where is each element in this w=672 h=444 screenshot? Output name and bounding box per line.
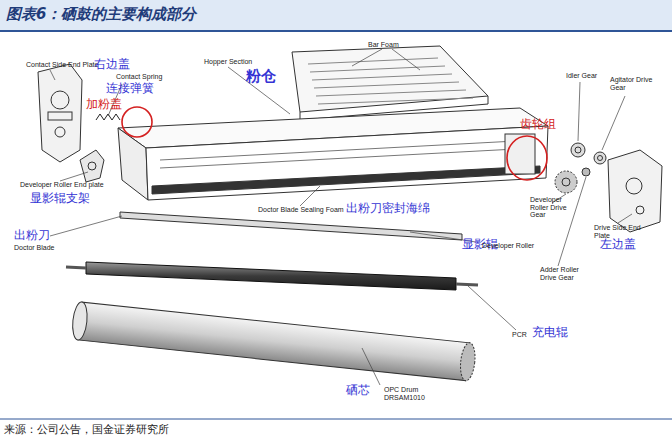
part-label: Developer Roller — [482, 242, 534, 250]
part-label: 连接弹簧 — [106, 82, 154, 95]
part-label: Developer Roller End plate — [20, 181, 104, 189]
part-label: 出粉刀密封海绵 — [346, 202, 430, 215]
part-label: Hopper Section — [204, 58, 252, 66]
part-label: Contact Spring — [116, 73, 162, 81]
part-label: PCR — [512, 331, 527, 339]
part-label: 粉仓 — [246, 68, 276, 85]
part-label: 右边盖 — [94, 58, 130, 71]
part-label: 显影辊支架 — [30, 192, 90, 205]
figure-title: 图表6：硒鼓的主要构成部分 — [6, 6, 196, 23]
part-label: Developer Roller Drive Gear — [530, 196, 574, 219]
part-label: 出粉刀 — [14, 229, 50, 242]
part-label: 加粉盖 — [86, 98, 122, 111]
part-label: Doctor Blade — [14, 244, 54, 252]
part-label: Adder Roller Drive Gear — [540, 266, 596, 281]
part-label: 齿轮组 — [520, 118, 556, 131]
part-label: Agitator Drive Gear — [610, 76, 656, 91]
part-label: Bar Foam — [368, 41, 399, 49]
part-label: Contact Side End Plate — [26, 61, 98, 69]
part-label: DRSAM1010 — [384, 394, 425, 402]
part-label: 充电辊 — [532, 326, 568, 339]
part-label: 硒芯 — [346, 384, 370, 397]
part-label: Idler Gear — [566, 72, 597, 80]
part-label: 左边盖 — [600, 238, 636, 251]
part-label: OPC Drum — [384, 386, 418, 394]
source-caption: 来源：公司公告，国金证券研究所 — [4, 424, 169, 436]
part-label: Doctor Blade Sealing Foam — [258, 206, 344, 214]
